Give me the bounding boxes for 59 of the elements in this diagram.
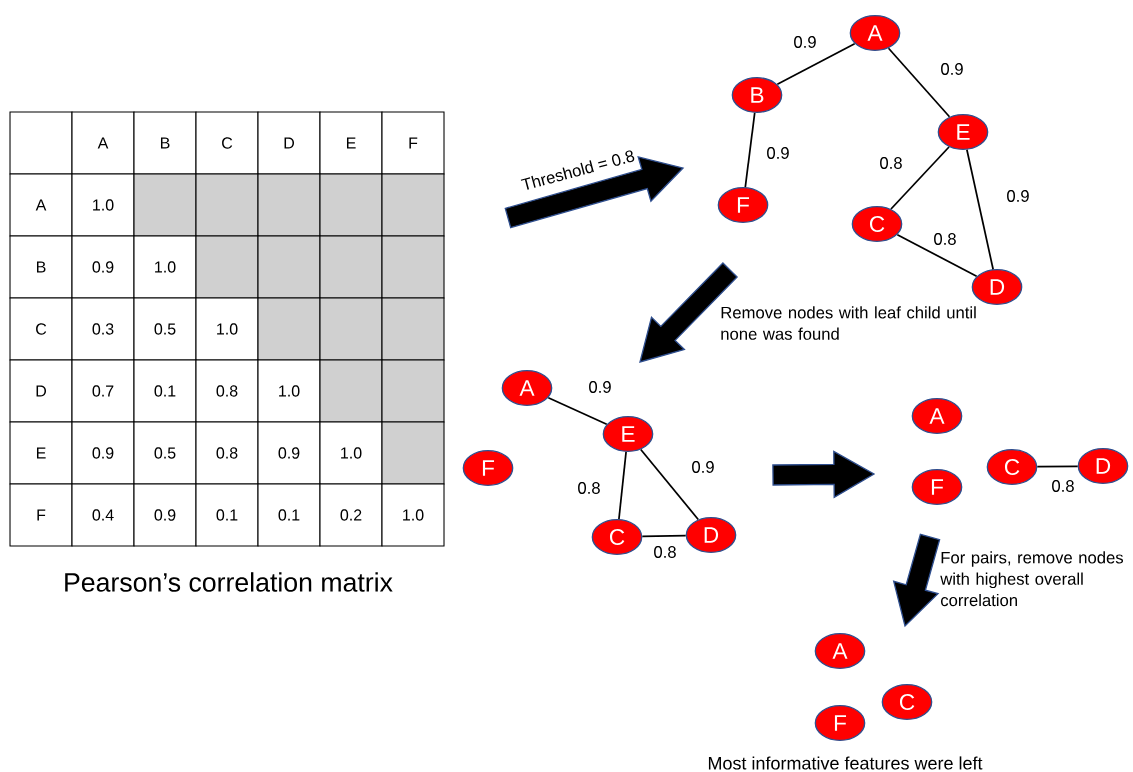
edge-line <box>887 47 951 118</box>
table-cell: 0.4 <box>71 483 135 547</box>
table-cell: A <box>71 111 135 175</box>
edge-line <box>641 534 687 538</box>
table-cell: 0.5 <box>133 421 197 485</box>
edge-line <box>744 112 756 188</box>
edge-line <box>966 148 994 271</box>
table-cell: 0.5 <box>133 297 197 361</box>
table-cell: 0.7 <box>71 359 135 423</box>
table-cell: C <box>9 297 73 361</box>
table-cell: 0.1 <box>133 359 197 423</box>
edge-label: 0.9 <box>792 34 818 50</box>
table-cell: 1.0 <box>257 359 321 423</box>
table-cell: 0.8 <box>195 421 259 485</box>
note-text: For pairs, remove nodes with highest overall correlation <box>940 551 1124 607</box>
edge-line <box>547 396 608 426</box>
table-cell: 0.1 <box>257 483 321 547</box>
edge-line <box>896 233 978 278</box>
edge-line <box>618 451 627 520</box>
table-cell: E <box>319 111 383 175</box>
table-cell: 1.0 <box>195 297 259 361</box>
table-cell: F <box>9 483 73 547</box>
table-cell: E <box>9 421 73 485</box>
table-cell: 0.9 <box>71 235 135 299</box>
note-text: Most informative features were left <box>708 756 983 770</box>
edge-label: 0.8 <box>652 544 678 560</box>
note-text: Remove nodes with leaf child until none was found <box>721 306 976 340</box>
table-cell: B <box>133 111 197 175</box>
table-cell: A <box>9 173 73 237</box>
table-cell: 1.0 <box>381 483 445 547</box>
edge-label: 0.8 <box>576 480 602 496</box>
table-cell: D <box>257 111 321 175</box>
edge-label: 0.8 <box>932 231 958 247</box>
table-cell: 1.0 <box>71 173 135 237</box>
table-cell: F <box>381 111 445 175</box>
table-cell: B <box>9 235 73 299</box>
table-cell: 0.8 <box>195 359 259 423</box>
table-cell: 1.0 <box>133 235 197 299</box>
edge-label: 0.9 <box>939 61 965 77</box>
edge-line <box>776 42 856 86</box>
table-cell: 0.9 <box>71 421 135 485</box>
table-cell: 0.1 <box>195 483 259 547</box>
table-cell: C <box>195 111 259 175</box>
edge-label: 0.8 <box>878 155 904 171</box>
table-cell: 0.3 <box>71 297 135 361</box>
table-cell: 0.2 <box>319 483 383 547</box>
edge-line <box>1036 465 1079 468</box>
edge-label: 0.9 <box>1005 188 1031 204</box>
table-cell: 0.9 <box>133 483 197 547</box>
table-cell: 1.0 <box>319 421 383 485</box>
table-cell: D <box>9 359 73 423</box>
edge-line <box>890 146 950 210</box>
table-cell: 0.9 <box>257 421 321 485</box>
edge-label: 0.9 <box>765 145 791 161</box>
edge-label: 0.9 <box>587 379 613 395</box>
edge-label: 0.9 <box>690 459 716 475</box>
edge-line <box>639 448 700 521</box>
caption-text: Pearson’s correlation matrix <box>65 572 393 592</box>
edge-label: 0.8 <box>1050 478 1076 494</box>
